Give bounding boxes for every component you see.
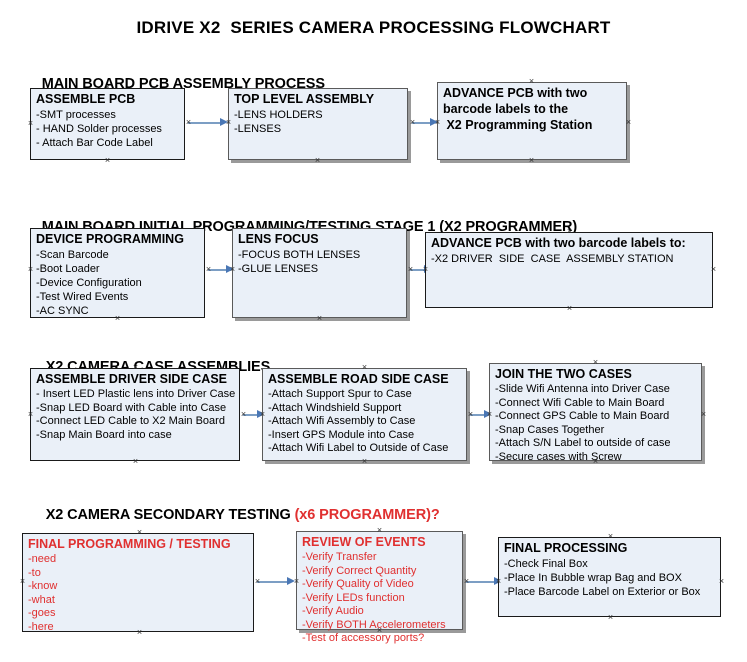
box-lens-focus[interactable]: LENS FOCUS -FOCUS BOTH LENSES -GLUE LENS… [232,228,407,318]
box-top-level-assembly[interactable]: TOP LEVEL ASSEMBLY -LENS HOLDERS -LENSES [228,88,408,160]
box-title: TOP LEVEL ASSEMBLY [234,92,375,106]
box-line: -Check Final Box [504,558,588,570]
connector-shaft [470,414,485,416]
box-line: -Attach Wifi Assembly to Case [268,415,416,427]
connector-1-1 [188,118,228,127]
box-line: -SMT processes [36,109,116,121]
box-line: -Attach Wifi Label to Outside of Case [268,442,449,454]
box-line: -to [28,566,41,579]
box-line: -LENS HOLDERS [234,109,323,121]
box-line: -Boot Loader [36,263,100,275]
handle-connector[interactable] [463,578,470,585]
connector-4-1 [257,577,295,586]
box-assemble-pcb[interactable]: ASSEMBLE PCB -SMT processes - HAND Solde… [30,88,185,160]
section-heading-4-accent: (x6 PROGRAMMER)? [294,507,440,523]
box-line: - HAND Solder processes [36,123,162,135]
box-line: -GLUE LENSES [238,263,319,275]
box-join-the-two-cases[interactable]: JOIN THE TWO CASES -Slide Wifi Antenna i… [489,363,702,463]
connector-shaft [243,414,258,416]
box-title: DEVICE PROGRAMMING [36,232,184,246]
box-title: REVIEW OF EVENTS [302,535,426,549]
connector-shaft [412,122,431,124]
connector-shaft [188,122,221,124]
box-title: FINAL PROGRAMMING / TESTING [28,537,231,551]
box-line: -Connect Wifi Cable to Main Board [495,396,665,409]
box-line: -Device Configuration [36,277,142,289]
handle-connector[interactable] [254,578,261,585]
section-heading-4: X2 CAMERA SECONDARY TESTING (x6 PROGRAMM… [30,491,440,539]
box-line: -FOCUS BOTH LENSES [238,249,361,261]
box-line: -X2 DRIVER SIDE CASE ASSEMBLY STATION [431,253,674,265]
box-title: JOIN THE TWO CASES [495,367,632,381]
handle-connector[interactable] [467,411,474,418]
box-line: -Scan Barcode [36,249,109,261]
connector-shaft [257,581,288,583]
box-title: ASSEMBLE DRIVER SIDE CASE [36,372,228,386]
connector-shaft [410,269,425,271]
box-line: - Attach Bar Code Label [36,137,153,149]
box-title: LENS FOCUS [238,232,319,246]
connector-4-2 [466,577,502,586]
box-line: -Verify Quality of Video [302,578,414,590]
box-line-overflow: -Test of accessory ports? [302,632,425,644]
box-line: -Attach Windshield Support [268,401,402,414]
box-title: ASSEMBLE PCB [36,92,136,106]
connector-shaft [466,581,495,583]
box-line: -Verify Audio [302,605,364,617]
box-title: ASSEMBLE ROAD SIDE CASE [268,372,449,386]
box-line: -Verify BOTH Accelerometers [302,618,446,631]
box-assemble-road-side-case[interactable]: ASSEMBLE ROAD SIDE CASE -Attach Support … [262,368,467,461]
box-device-programming[interactable]: DEVICE PROGRAMMING -Scan Barcode -Boot L… [30,228,205,318]
box-line: -know [28,580,58,592]
box-line: -Attach Support Spur to Case [268,388,412,400]
box-line: -Snap LED Board with Cable into Case [36,401,227,414]
box-line: -Snap Cases Together [495,423,605,436]
box-line: -Slide Wifi Antenna into Driver Case [495,383,670,395]
box-line: -Connect LED Cable to X2 Main Board [36,415,225,427]
arrow-head-icon [220,118,228,126]
box-line: -Snap Main Board into case [36,428,172,441]
box-line: -what [28,593,55,606]
box-line: -Place Barcode Label on Exterior or Box [504,586,701,598]
box-line: -Verify Correct Quantity [302,564,417,577]
handle-connector[interactable] [407,266,414,273]
box-line: -Place In Bubble wrap Bag and BOX [504,572,682,584]
box-line: -Attach S/N Label to outside of case [495,437,671,449]
handle-connector[interactable] [205,266,212,273]
page-title: IDRIVE X2 SERIES CAMERA PROCESSING FLOWC… [136,18,611,37]
box-line: -LENSES [234,123,282,135]
box-line: - Insert LED Plastic lens into Driver Ca… [36,388,236,400]
handle-connector[interactable] [409,119,416,126]
box-title-line2: barcode labels to the [443,102,569,116]
box-final-processing[interactable]: FINAL PROCESSING -Check Final Box -Place… [498,537,721,617]
connector-2-1 [208,265,234,274]
section-heading-4-text: X2 CAMERA SECONDARY TESTING [45,507,295,523]
box-assemble-driver-side-case[interactable]: ASSEMBLE DRIVER SIDE CASE - Insert LED P… [30,368,240,461]
handle-connector[interactable] [185,119,192,126]
connector-1-2 [412,118,438,127]
box-line: -Verify Transfer [302,551,377,563]
box-advance-pcb-driver-side[interactable]: ADVANCE PCB with two barcode labels to: … [425,232,713,308]
box-review-of-events[interactable]: REVIEW OF EVENTS -Verify Transfer -Verif… [296,531,463,644]
box-advance-pcb-programming-station[interactable]: ADVANCE PCB with two barcode labels to t… [437,82,627,160]
arrow-head-icon [287,577,295,585]
box-line: -Verify LEDs function [302,591,405,604]
box-line: -need [28,553,57,565]
connector-shaft [208,269,227,271]
box-line: -here [28,620,54,633]
box-line: -Secure cases with Screw [495,450,622,463]
box-title-line3: X2 Programming Station [443,118,593,132]
box-line: -Connect GPS Cable to Main Board [495,410,670,422]
box-title: FINAL PROCESSING [504,541,628,555]
box-line: -goes [28,607,56,619]
box-line: -Insert GPS Module into Case [268,428,415,441]
box-title: ADVANCE PCB with two barcode labels to: [431,236,686,250]
box-line: -AC SYNC [36,305,89,317]
box-title: ADVANCE PCB with two [443,86,588,100]
box-final-programming-testing[interactable]: FINAL PROGRAMMING / TESTING -need -to -k… [22,533,254,633]
box-line: -Test Wired Events [36,291,129,303]
handle-connector[interactable] [240,411,247,418]
